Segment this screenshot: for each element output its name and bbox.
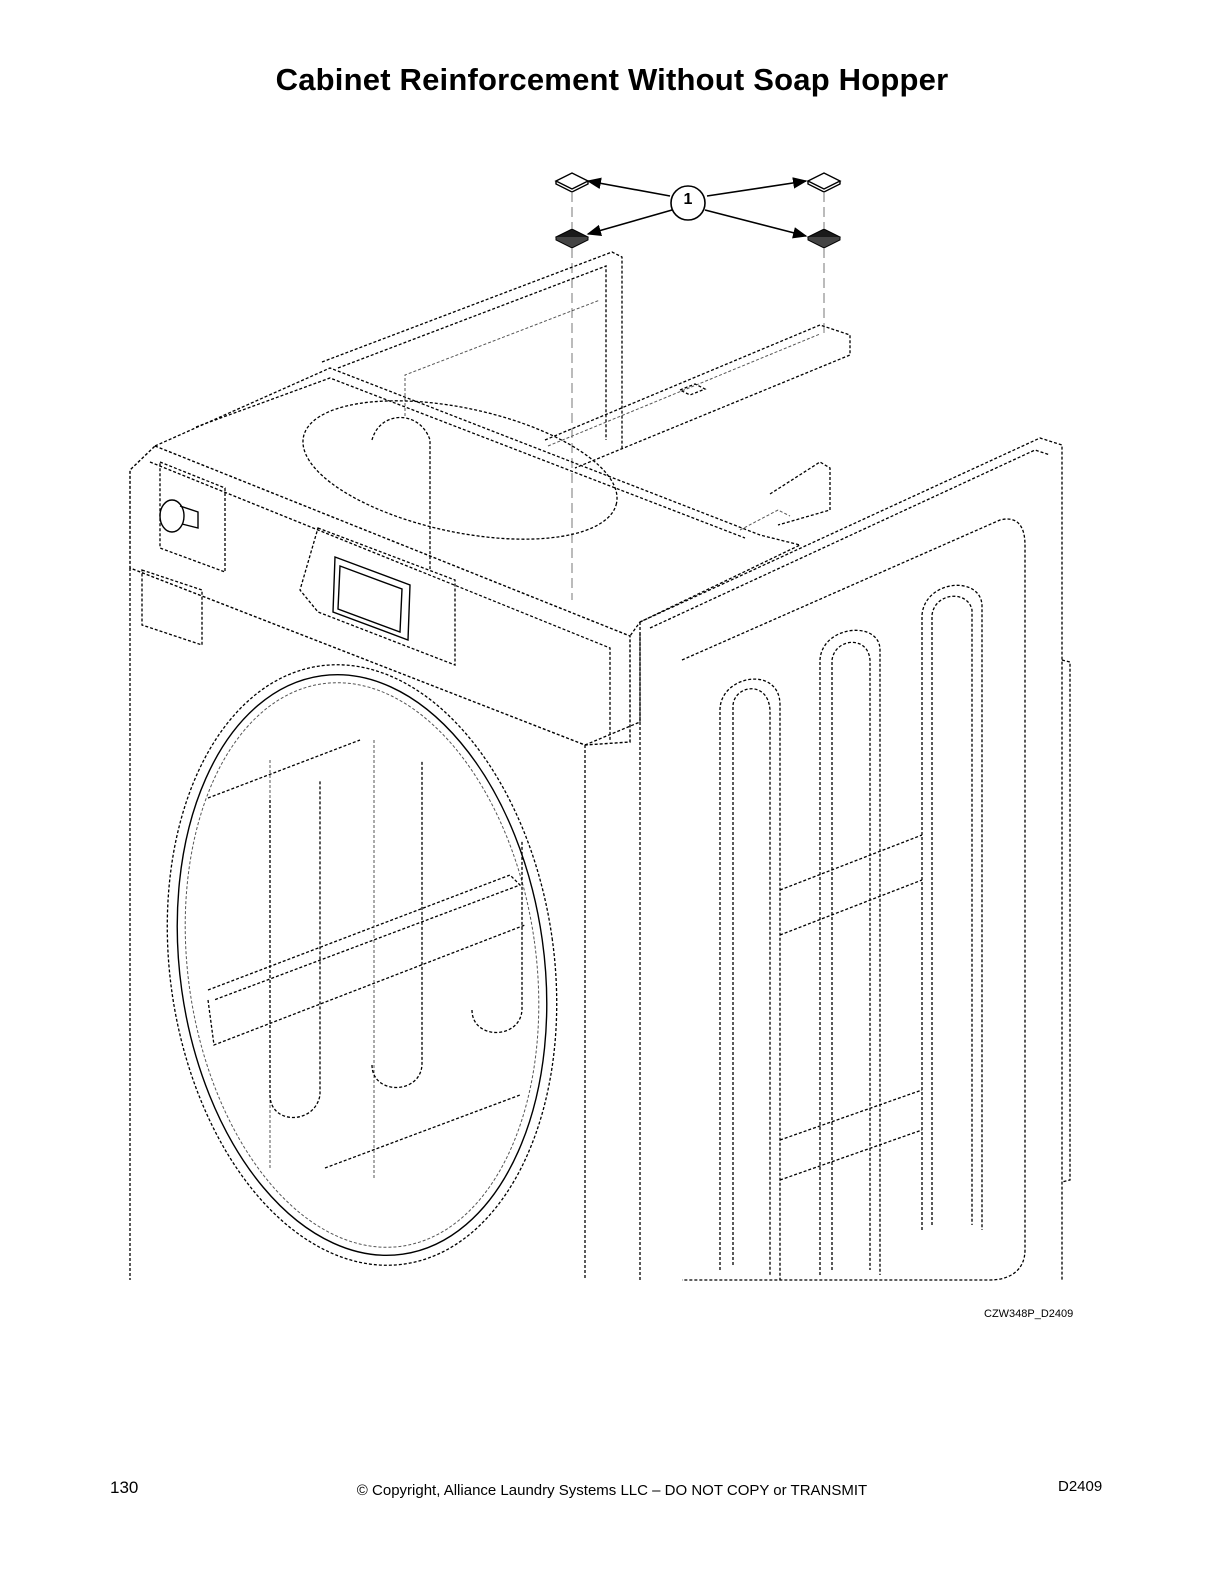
- callout-1: [586, 177, 808, 239]
- page-number: 130: [110, 1478, 139, 1497]
- reinforcement-pad-lower-right: [806, 228, 842, 249]
- top-deck: [154, 367, 802, 637]
- cabinet-side-panel: [639, 437, 1071, 1281]
- page-title: Cabinet Reinforcement Without Soap Hoppe…: [275, 62, 949, 97]
- rear-top-frame: [321, 251, 851, 526]
- cabinet-front: [129, 568, 641, 1280]
- reinforcement-pad-upper-left: [554, 172, 590, 193]
- copyright-notice: © Copyright, Alliance Laundry Systems LL…: [356, 1482, 868, 1499]
- document-code: D2409: [1058, 1478, 1103, 1495]
- control-panel: [129, 445, 631, 746]
- cabinet-exploded-diagram: [129, 172, 1071, 1281]
- reinforcement-pad-upper-right: [806, 172, 842, 193]
- callout-label: 1: [683, 191, 693, 208]
- reinforcement-pad-lower-left: [554, 228, 590, 249]
- figure-id: CZW348P_D2409: [984, 1308, 1074, 1320]
- door-opening: [166, 664, 558, 1266]
